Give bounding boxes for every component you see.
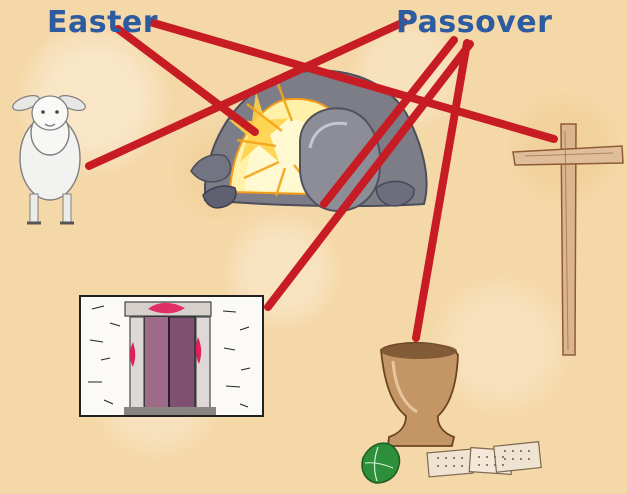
passover-label: Passover	[396, 8, 552, 38]
cross-image[interactable]	[513, 124, 623, 355]
blood-doorway-image[interactable]	[80, 296, 263, 416]
cup-and-matzah-image[interactable]	[362, 343, 541, 483]
easter-label: Easter	[47, 8, 158, 38]
lamb-image[interactable]	[11, 93, 87, 224]
